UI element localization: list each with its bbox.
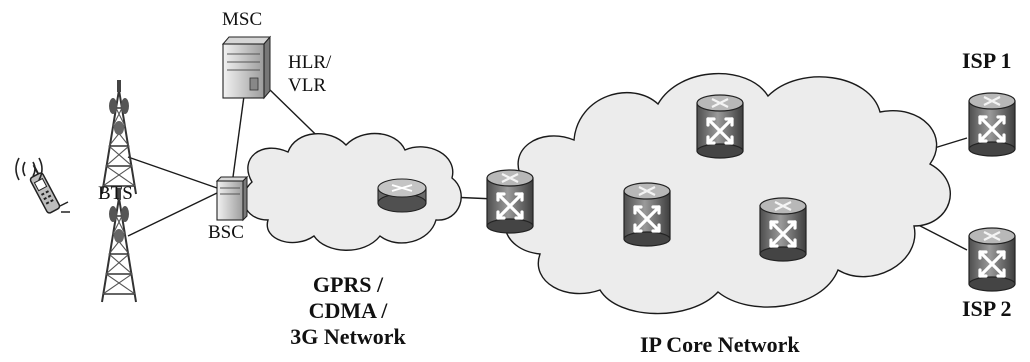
bsc-server-icon bbox=[215, 175, 249, 222]
cell-tower-icon bbox=[101, 79, 137, 195]
switch-router-icon bbox=[695, 93, 745, 160]
hlr-vlr-label-line1: HLR/ bbox=[288, 52, 332, 73]
link-bts-lower-bsc bbox=[127, 192, 218, 237]
wireless-network-label-line: GPRS / bbox=[312, 272, 384, 297]
msc-label: MSC bbox=[222, 9, 263, 30]
hlr-vlr-label-line2: VLR bbox=[288, 75, 326, 96]
link-msc-bsc bbox=[232, 95, 245, 178]
isp2-label: ISP 2 bbox=[962, 296, 1012, 321]
wireless-network-label: GPRS / CDMA / 3G Network bbox=[273, 272, 423, 350]
isp1-label: ISP 1 bbox=[962, 48, 1012, 73]
switch-router-icon bbox=[622, 181, 672, 248]
switch-router-icon bbox=[485, 168, 535, 235]
msc-server-icon bbox=[221, 35, 272, 100]
switch-router-icon bbox=[758, 196, 808, 263]
phone-signal-dashes-icon bbox=[59, 201, 70, 213]
wireless-network-label-line: CDMA / bbox=[308, 298, 388, 323]
router-icon bbox=[377, 178, 427, 213]
link-bts-upper-bsc bbox=[127, 156, 218, 189]
ip-core-network-cloud bbox=[504, 72, 951, 315]
cell-tower-icon bbox=[101, 187, 137, 303]
signal-waves-icon bbox=[15, 157, 43, 181]
bsc-label: BSC bbox=[208, 222, 244, 243]
ip-core-network-label: IP Core Network bbox=[640, 332, 800, 357]
mobile-phone-icon bbox=[29, 164, 61, 214]
bts-label: BTS bbox=[98, 183, 133, 204]
wireless-network-label-line: 3G Network bbox=[290, 324, 406, 349]
wireless-network-cloud bbox=[243, 132, 462, 251]
isp1-switch-router-icon bbox=[967, 91, 1017, 158]
isp2-switch-router-icon bbox=[967, 226, 1017, 293]
